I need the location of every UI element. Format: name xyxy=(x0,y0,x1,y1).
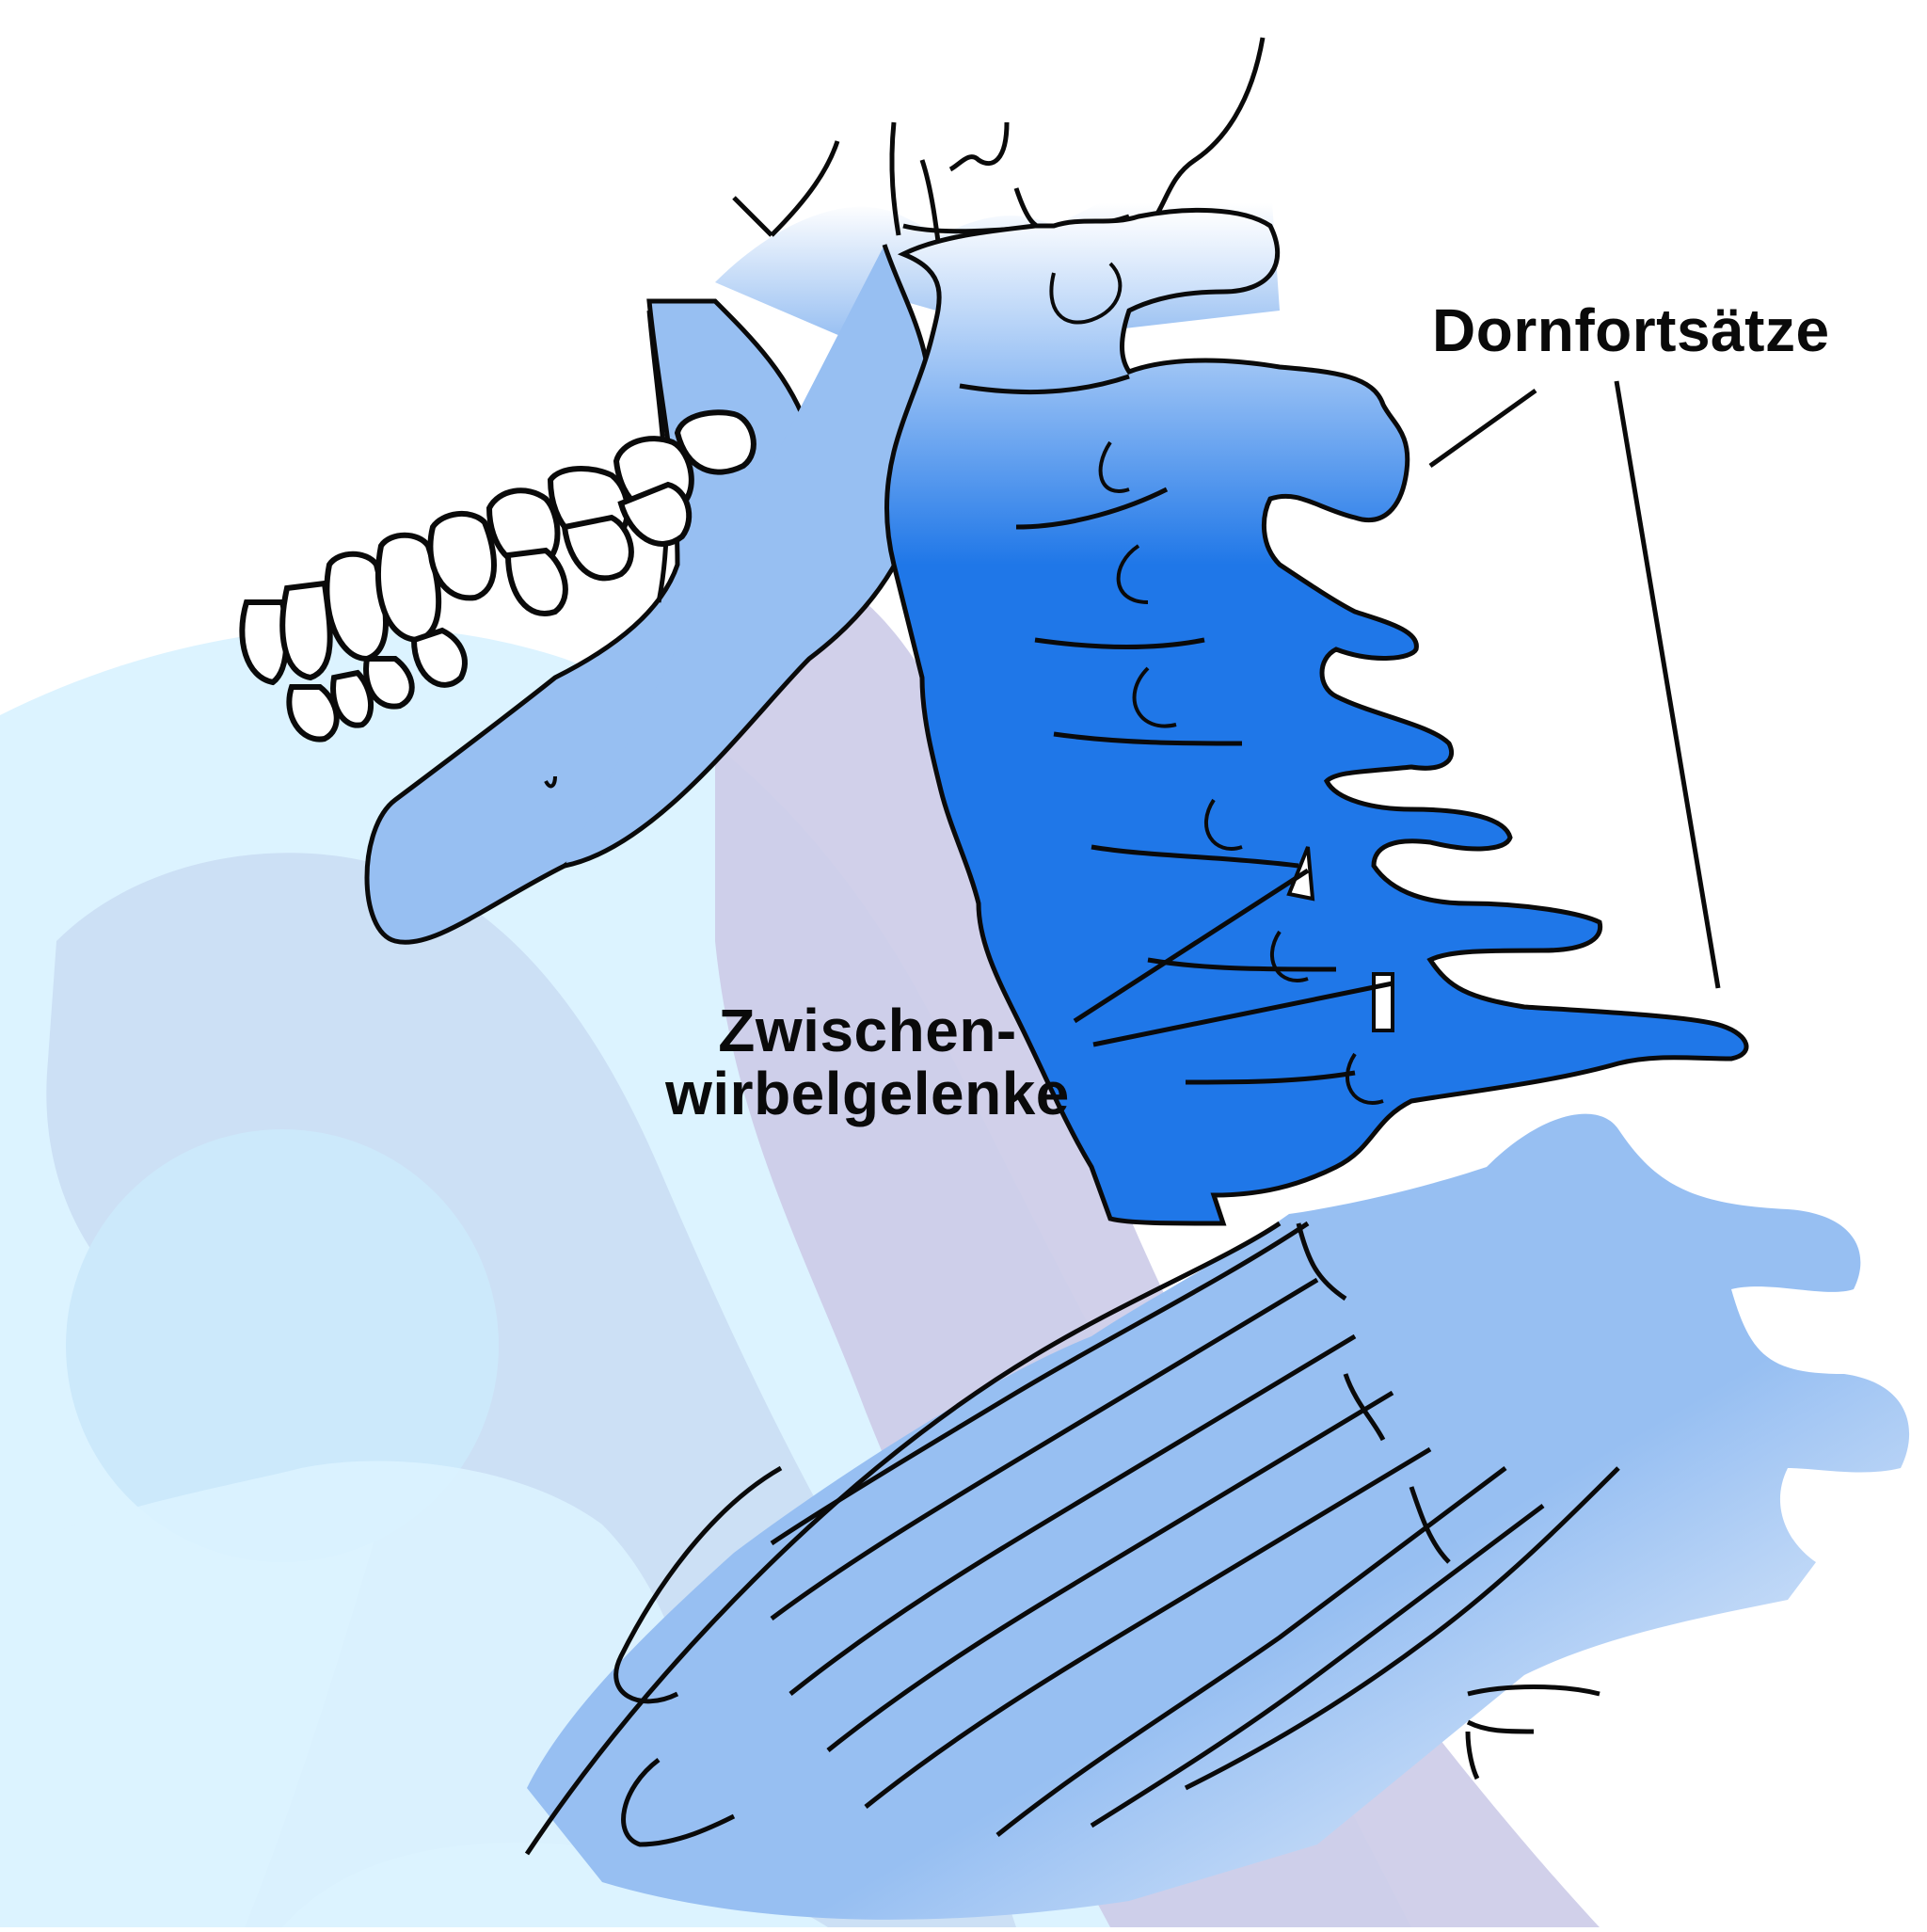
label-facet-joints: Zwischen- wirbelgelenke xyxy=(632,997,1103,1128)
leader-line-facet-2 xyxy=(1092,981,1393,1047)
teeth xyxy=(239,409,756,742)
label-facet-joints-line1: Zwischen- xyxy=(718,997,1017,1064)
leader-line-spinous-1 xyxy=(1428,388,1537,469)
leader-line-facet-1 xyxy=(1073,868,1310,1024)
leader-line-spinous-2 xyxy=(1614,380,1721,989)
cervical-vertebrae xyxy=(884,207,1749,1226)
label-spinous-processes: Dornfortsätze xyxy=(1432,296,1830,364)
label-facet-joints-line2: wirbelgelenke xyxy=(665,1060,1070,1128)
leader-lines xyxy=(1073,380,1721,1047)
ribs-and-thoracic-vertebrae xyxy=(524,1113,1910,1920)
